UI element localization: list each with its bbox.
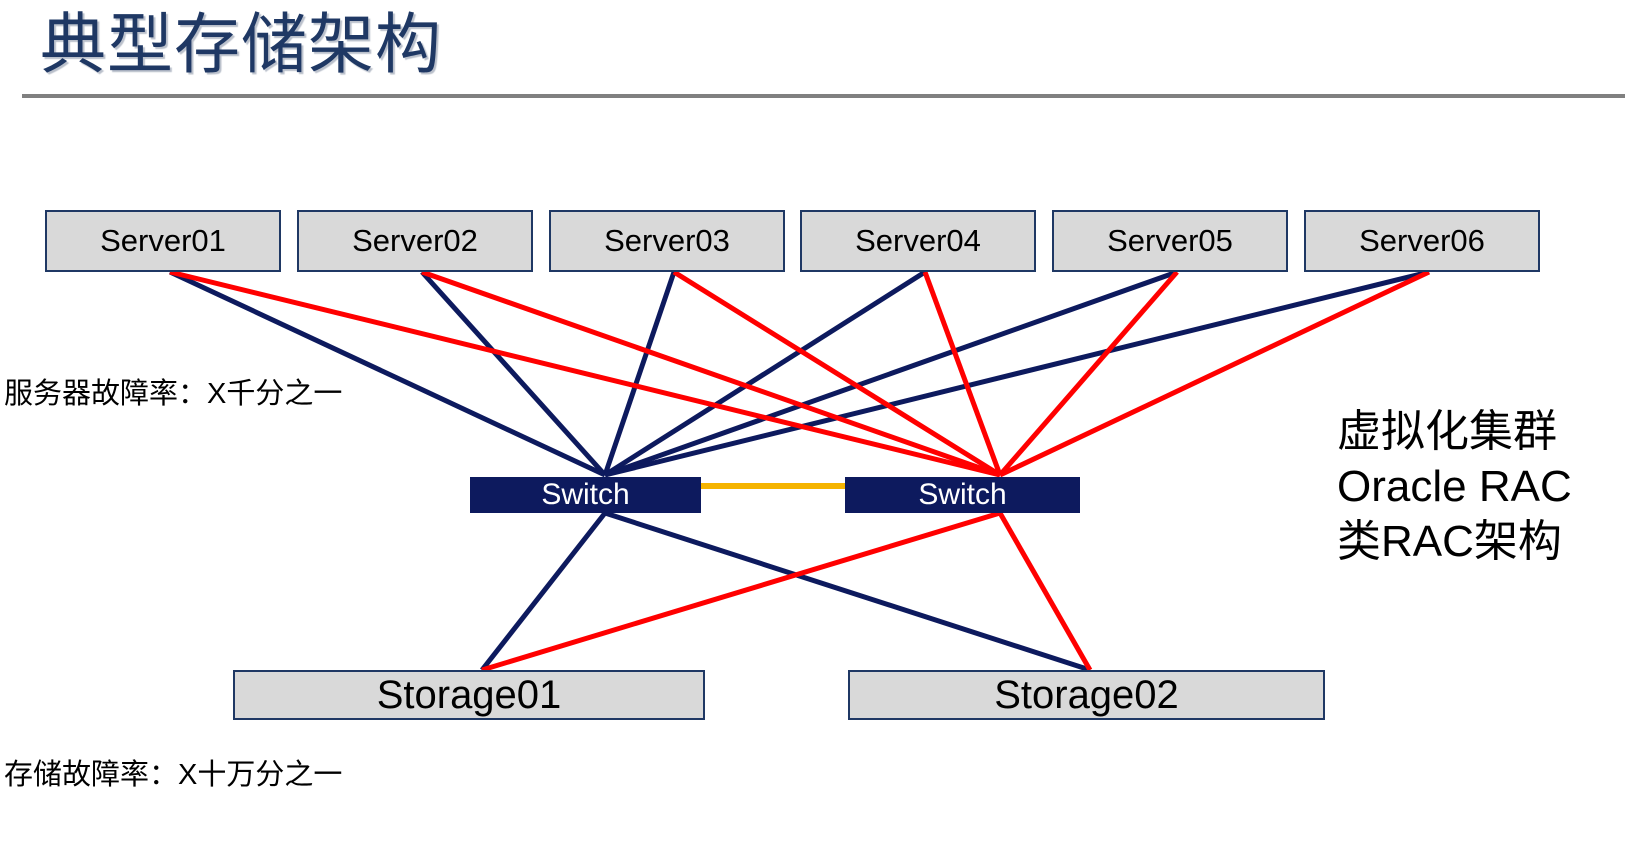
architecture-note-line-3: 类RAC架构 (1337, 517, 1562, 566)
server-failure-rate-note: 服务器故障率：X千分之一 (4, 378, 343, 410)
switch-node-2[interactable]: Switch (845, 477, 1080, 513)
link-server-to-right-switch-5 (998, 270, 1179, 477)
server-node-label: Server02 (352, 223, 478, 258)
link-right-switch-to-storage-2 (997, 511, 1093, 672)
server-to-left-switch-links (168, 269, 1430, 478)
architecture-note-line-1: 虚拟化集群 (1337, 407, 1557, 456)
link-server-to-right-switch-2 (421, 269, 1001, 478)
link-server-to-right-switch-3 (672, 269, 1002, 478)
link-server-to-left-switch-2 (420, 270, 607, 477)
server-node-label: Server03 (604, 223, 730, 258)
server-node-6[interactable]: Server06 (1304, 210, 1540, 272)
architecture-note-block: 虚拟化集群 Oracle RAC 类RAC架构 (1337, 404, 1572, 569)
architecture-note-line-2: Oracle RAC (1337, 462, 1572, 511)
switch-node-1[interactable]: Switch (470, 477, 701, 513)
storage-node-1[interactable]: Storage01 (233, 670, 705, 720)
server-node-4[interactable]: Server04 (800, 210, 1036, 272)
server-node-label: Server04 (855, 223, 981, 258)
link-left-switch-to-storage-1 (480, 511, 607, 672)
link-right-switch-to-storage-1 (481, 510, 1001, 673)
storage-node-2[interactable]: Storage02 (848, 670, 1325, 720)
link-left-switch-to-storage-2 (604, 510, 1091, 673)
link-server-to-left-switch-4 (603, 269, 927, 478)
right-switch-to-storage-links (481, 510, 1093, 673)
storage-failure-rate-note: 存储故障率：X十万分之一 (4, 759, 343, 791)
left-switch-to-storage-links (480, 510, 1091, 673)
server-node-1[interactable]: Server01 (45, 210, 281, 272)
link-server-to-left-switch-6 (604, 269, 1430, 478)
server-node-label: Server06 (1359, 223, 1485, 258)
page-title: 典型存储架构 (40, 7, 442, 81)
switch-node-label: Switch (541, 478, 630, 511)
storage-node-label: Storage01 (376, 672, 562, 717)
link-server-to-left-switch-5 (604, 269, 1178, 478)
server-node-2[interactable]: Server02 (297, 210, 533, 272)
switch-node-label: Switch (918, 478, 1007, 511)
link-server-to-right-switch-4 (922, 271, 1003, 476)
title-divider (22, 94, 1625, 98)
server-node-label: Server05 (1107, 223, 1233, 258)
server-node-5[interactable]: Server05 (1052, 210, 1288, 272)
server-node-label: Server01 (100, 223, 226, 258)
link-server-to-left-switch-3 (602, 271, 677, 476)
server-node-3[interactable]: Server03 (549, 210, 785, 272)
server-to-right-switch-links (169, 269, 1431, 478)
storage-node-label: Storage02 (994, 672, 1179, 717)
